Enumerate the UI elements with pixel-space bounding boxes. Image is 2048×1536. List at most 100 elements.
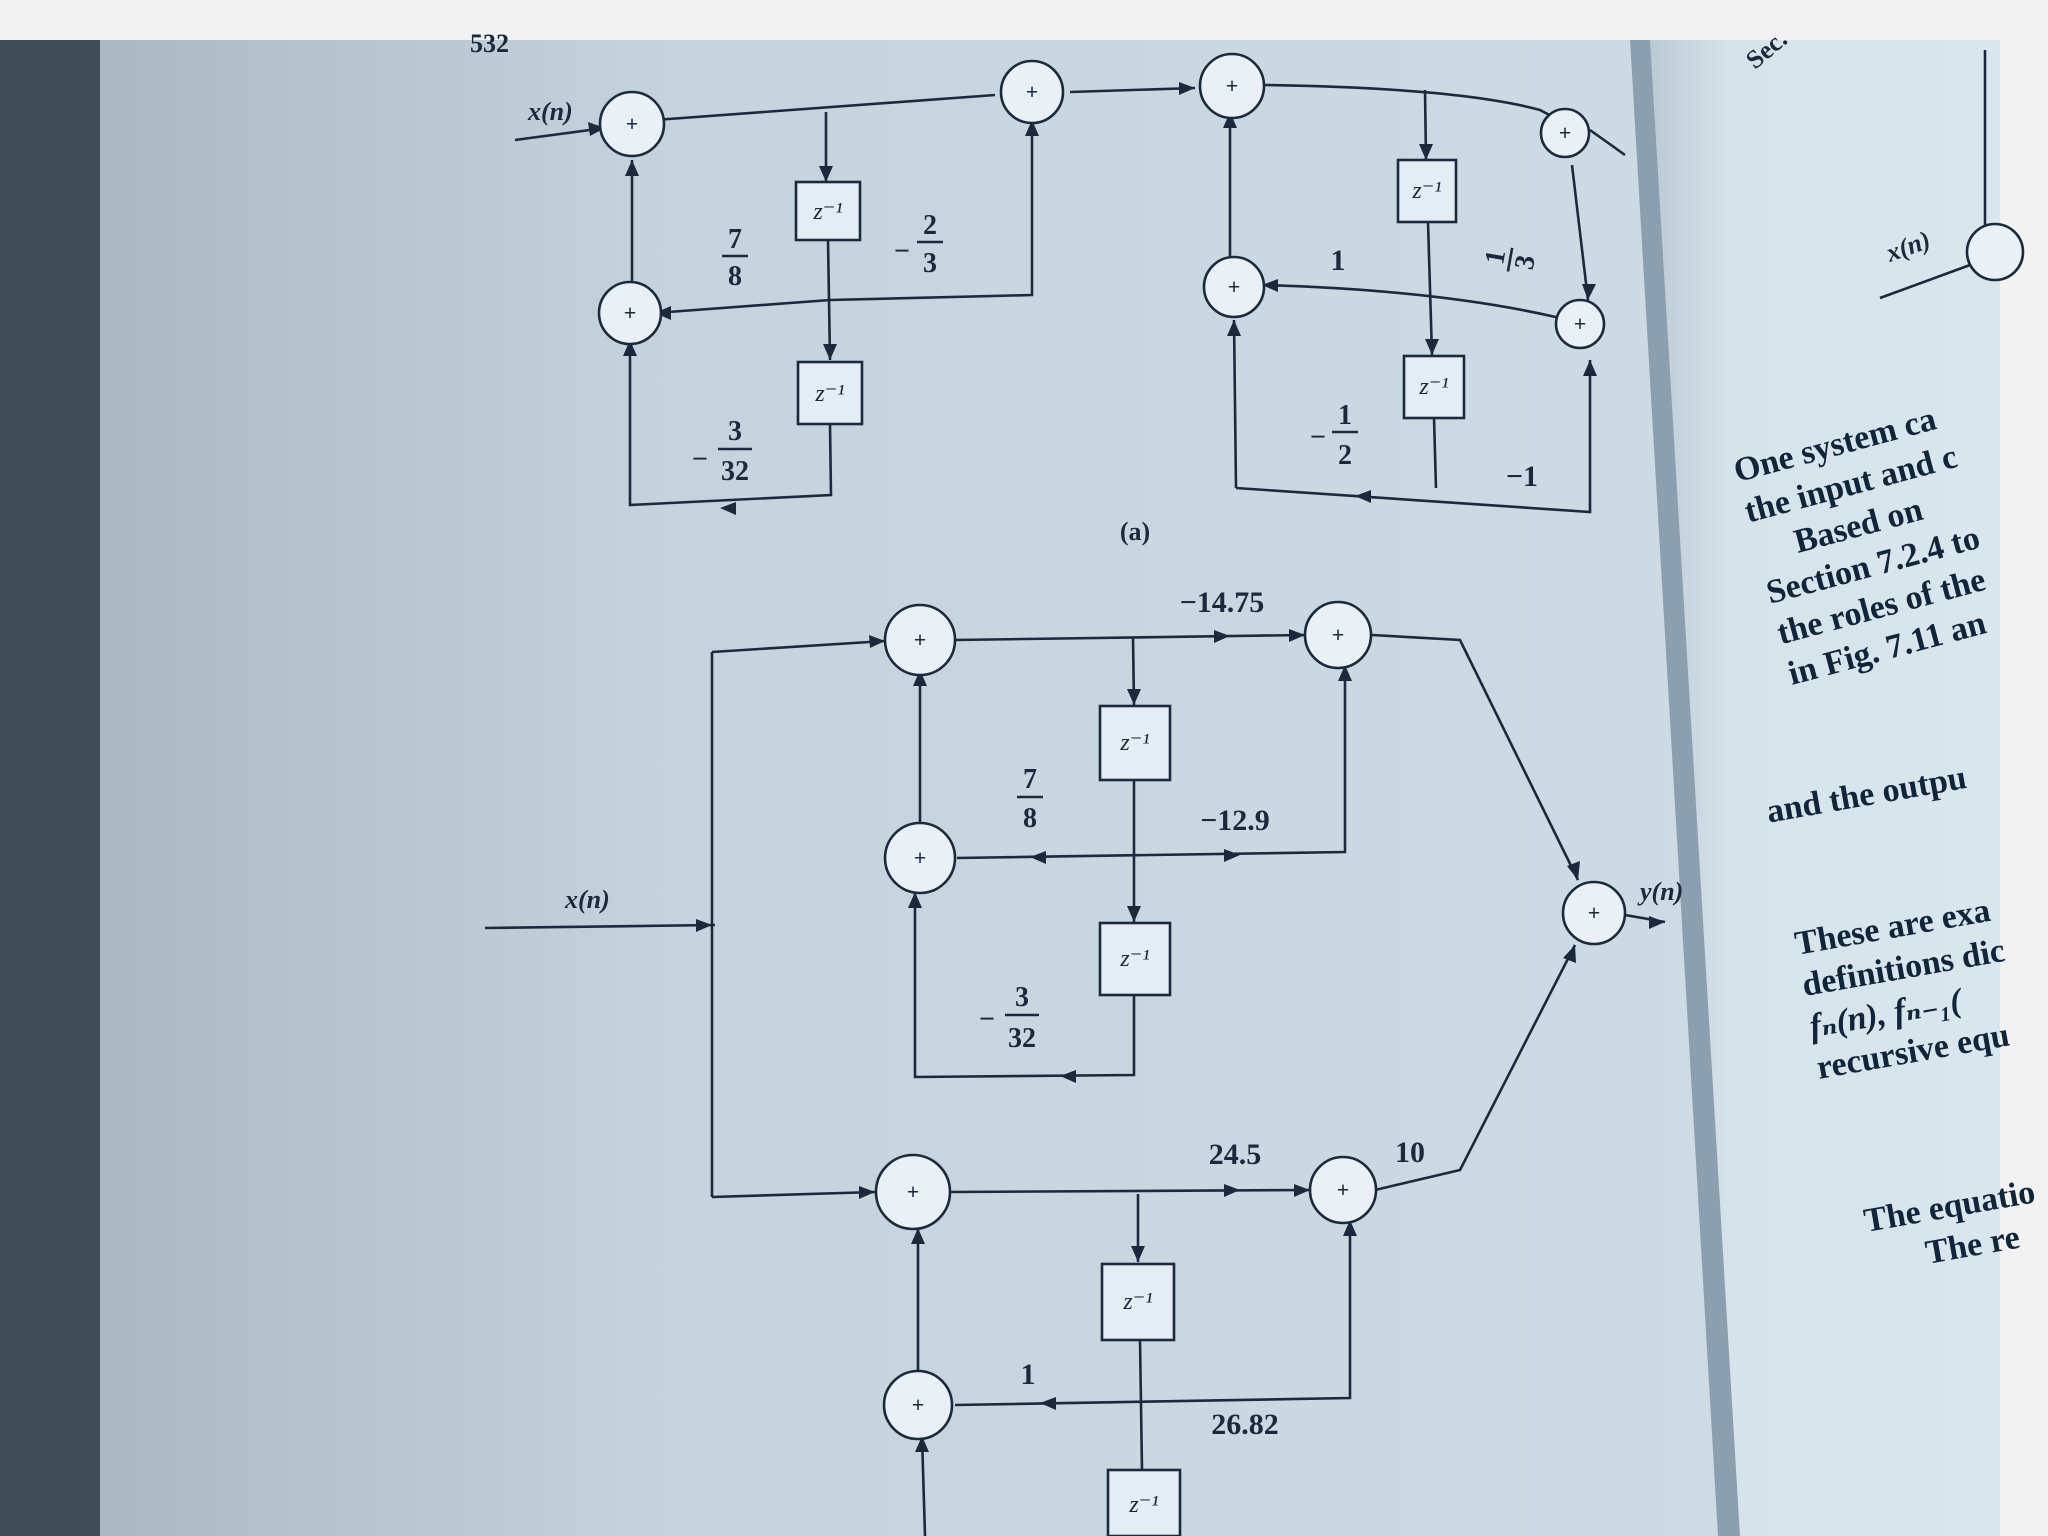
input-label-a: x(n) [527,97,573,126]
wire-b-up-vbot [913,892,1136,1079]
delay-block: z⁻¹ [1098,921,1172,997]
arrow [1649,916,1665,929]
adder-node: + [882,1369,954,1441]
svg-text:+: + [1337,1177,1350,1202]
arrow [1262,279,1278,292]
arrow [1338,665,1352,681]
delay-block: z⁻¹ [796,360,864,426]
svg-text:3: 3 [1015,982,1029,1013]
svg-text:7: 7 [728,224,742,255]
svg-text:z⁻¹: z⁻¹ [1418,374,1448,400]
wire-b-low-mid [954,1220,1352,1407]
wire-a-mid [654,298,831,315]
coef-neg-3-32-a: − 3 32 [692,416,752,487]
svg-text:−: − [1310,422,1326,453]
arrow [1224,1184,1240,1197]
arrow [1355,490,1371,503]
wire-a2-vmid [1426,221,1434,356]
arrow [869,635,885,648]
input-line-b [484,923,716,930]
arrow [1294,1184,1310,1197]
dark-edge [0,40,110,1536]
svg-text:7: 7 [1023,764,1037,795]
coef-1-a: 1 [1331,244,1346,277]
svg-text:32: 32 [1008,1023,1036,1054]
adder-node: + [598,90,666,158]
svg-text:8: 8 [728,261,742,292]
wire-a2-top [1264,83,1556,120]
page-number: 532 [470,29,509,58]
arrow [1227,320,1241,336]
svg-text:+: + [912,1392,925,1417]
coef-neg-3-32-b: − 3 32 [979,982,1039,1054]
arrow [1127,906,1141,922]
arrow [1567,861,1580,880]
adder-node: + [1198,52,1266,120]
wire-b-top [954,633,1306,642]
wire-b-low-top [949,1188,1311,1194]
arrow [823,344,837,360]
svg-text:+: + [914,845,927,870]
arrow [859,1186,875,1199]
svg-text:+: + [1226,73,1239,98]
wire-a-top [654,93,996,122]
arrow [1223,112,1237,128]
svg-text:3: 3 [728,416,742,447]
svg-text:+: + [626,111,639,136]
arrow [1425,339,1439,355]
arrow [1419,144,1433,160]
right-page [1640,40,2000,1536]
diagram-part-a: x(n) [514,52,1626,546]
wire-a-link [1069,86,1196,94]
arrow [1025,120,1039,136]
arrow [623,340,637,356]
delay-block: z⁻¹ [794,180,862,242]
svg-text:32: 32 [721,456,749,487]
arrow [1214,630,1230,643]
svg-text:+: + [1228,274,1241,299]
adder-node: + [1202,255,1266,319]
arrow [1583,360,1597,376]
arrow [1131,1246,1145,1262]
coef-neg-2-3-a: − 2 3 [894,210,943,279]
arrow [696,919,712,932]
adder-node: + [1303,600,1373,670]
svg-text:z⁻¹: z⁻¹ [1122,1289,1152,1315]
wire-b-mid [956,665,1347,860]
arrow [1179,82,1195,95]
coef-1-b: 1 [1021,1358,1036,1391]
page-gutter [1630,40,1740,1536]
arrow [1343,1220,1357,1236]
coef-24-5-b: 24.5 [1209,1138,1262,1171]
arrow [908,892,922,908]
wire-a-right-down [829,120,1034,302]
svg-text:z⁻¹: z⁻¹ [1411,178,1441,204]
svg-text:3: 3 [1509,253,1542,272]
input-label-b: x(n) [564,885,610,914]
arrow [588,122,605,136]
arrow [1224,849,1240,862]
svg-text:1: 1 [1479,248,1512,267]
arrow [625,160,639,176]
delay-block: z⁻¹ [1402,354,1466,420]
svg-text:−: − [979,1004,995,1035]
svg-text:z⁻¹: z⁻¹ [814,381,844,407]
arrow [1040,1397,1056,1410]
arrow [915,1436,929,1452]
svg-text:z⁻¹: z⁻¹ [1119,946,1149,972]
adder-node: + [1308,1155,1378,1225]
arrow [1289,629,1305,642]
svg-text:8: 8 [1023,803,1037,834]
arrow [911,1228,925,1244]
delay-block: z⁻¹ [1098,704,1172,782]
svg-text:+: + [1588,900,1601,925]
arrow [1060,1070,1076,1083]
arrow [1563,945,1576,963]
coef-10-b: 10 [1395,1136,1425,1169]
coef-neg-12-9-b: −12.9 [1200,804,1270,837]
wire-b-to-lower [711,1190,876,1199]
coef-26-82-b: 26.82 [1211,1408,1279,1441]
adder-node: + [883,821,957,895]
wire-a2-left-down [1232,319,1238,489]
